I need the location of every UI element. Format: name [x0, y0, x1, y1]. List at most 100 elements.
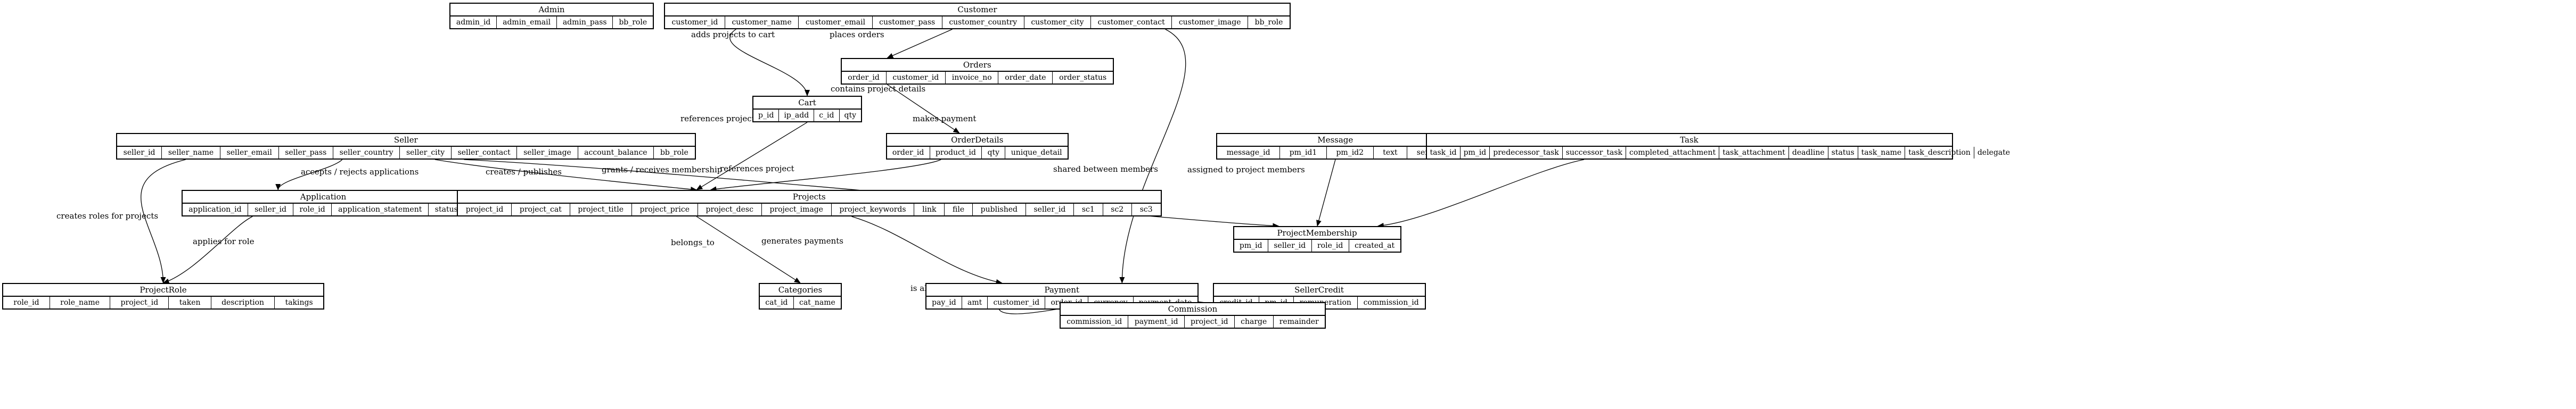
entity-title: Orders	[841, 59, 1113, 72]
entity-title: ProjectMembership	[1234, 227, 1400, 240]
edge-orders-orderdetails	[887, 84, 960, 133]
entity-title: Message	[1217, 134, 1454, 147]
column-field: successor_task	[1563, 147, 1627, 158]
column-field: charge	[1235, 316, 1274, 328]
column-field: customer_id	[988, 296, 1046, 308]
column-field: customer_pass	[873, 16, 942, 28]
column-field: message_id	[1217, 147, 1281, 158]
column-field: seller_id	[1268, 240, 1312, 252]
column-field: customer_id	[665, 16, 725, 28]
entity-title: Task	[1426, 134, 1952, 147]
column-field: bb_role	[660, 148, 688, 157]
column-field: application_statement	[332, 203, 429, 215]
column-field: customer_city	[1024, 16, 1092, 28]
column-field: bb_role	[619, 18, 647, 27]
edge-seller-application	[275, 159, 343, 190]
column-field: sc1	[1074, 203, 1103, 215]
column-field: task_attachment	[1719, 147, 1789, 158]
column-field: customer_name	[725, 16, 799, 28]
column-field: order_date	[998, 72, 1053, 84]
edge-label-orderdetails-projects: references project	[720, 164, 794, 173]
column-field: file	[945, 203, 973, 215]
column-field: admin_id	[450, 16, 497, 28]
column-field: commission_id	[1061, 316, 1129, 328]
column-field: qty	[844, 111, 857, 120]
column-field: project_desc	[698, 203, 762, 215]
column-field: project_price	[632, 203, 698, 215]
column-field: seller_id	[117, 147, 162, 158]
edge-projects-payment	[851, 216, 1003, 285]
edge-label-task-projectmembership: assigned to project members	[1187, 165, 1305, 174]
entity-title: Seller	[117, 134, 695, 147]
edge-seller-projects	[434, 159, 698, 192]
column-field: project_id	[110, 296, 169, 308]
column-field: admin_email	[497, 16, 557, 28]
column-field: status	[434, 205, 458, 214]
edge-label-seller-application: accepts / rejects applications	[301, 167, 419, 177]
column-field: order_id	[887, 147, 930, 158]
edge-message-projectmembership	[1316, 159, 1336, 227]
column-field: seller_image	[517, 147, 578, 158]
edge-label-seller-projectrole: creates roles for projects	[56, 211, 158, 221]
column-field: order_id	[842, 72, 887, 84]
column-field: delegate	[1977, 148, 2011, 157]
entity-title: SellerCredit	[1213, 284, 1425, 297]
column-field: project_keywords	[832, 203, 915, 215]
column-field: seller_name	[162, 147, 220, 158]
column-field: customer_id	[887, 72, 946, 84]
column-field: deadline	[1789, 147, 1828, 158]
entity-title: Commission	[1061, 303, 1325, 316]
column-field: bb_role	[1254, 18, 1283, 27]
edge-task-projectmembership	[1377, 159, 1585, 228]
column-field: pm_id2	[1327, 147, 1374, 158]
edge-application-projectrole	[162, 216, 253, 284]
column-field: pm_id	[1234, 240, 1268, 252]
column-field: ip_add	[779, 110, 815, 121]
entity-title: ProjectRole	[3, 284, 323, 297]
column-field: customer_image	[1172, 16, 1249, 28]
edge-seller-projectrole	[141, 159, 186, 283]
column-field: taken	[169, 296, 211, 308]
column-field: role_id	[293, 203, 332, 215]
column-field: seller_contact	[452, 147, 518, 158]
column-field: task_id	[1427, 147, 1461, 158]
column-field: link	[914, 203, 945, 215]
edge-orderdetails-projects	[710, 159, 941, 192]
column-field: role_name	[50, 296, 111, 308]
column-field: completed_attachment	[1626, 147, 1720, 158]
edge-cart-projects	[696, 122, 808, 190]
column-field: invoice_no	[946, 72, 999, 84]
column-field: project_title	[570, 203, 632, 215]
entity-title: Admin	[450, 4, 653, 16]
edge-label-customer-payment: makes payment	[913, 114, 976, 123]
column-field: project_id	[1185, 316, 1235, 328]
column-field: seller_id	[1026, 203, 1074, 215]
edge-projects-categories	[696, 216, 801, 283]
column-field: customer_email	[799, 16, 873, 28]
column-field: product_id	[930, 147, 982, 158]
edge-customer-cart	[729, 29, 810, 96]
column-field: qty	[982, 147, 1006, 158]
